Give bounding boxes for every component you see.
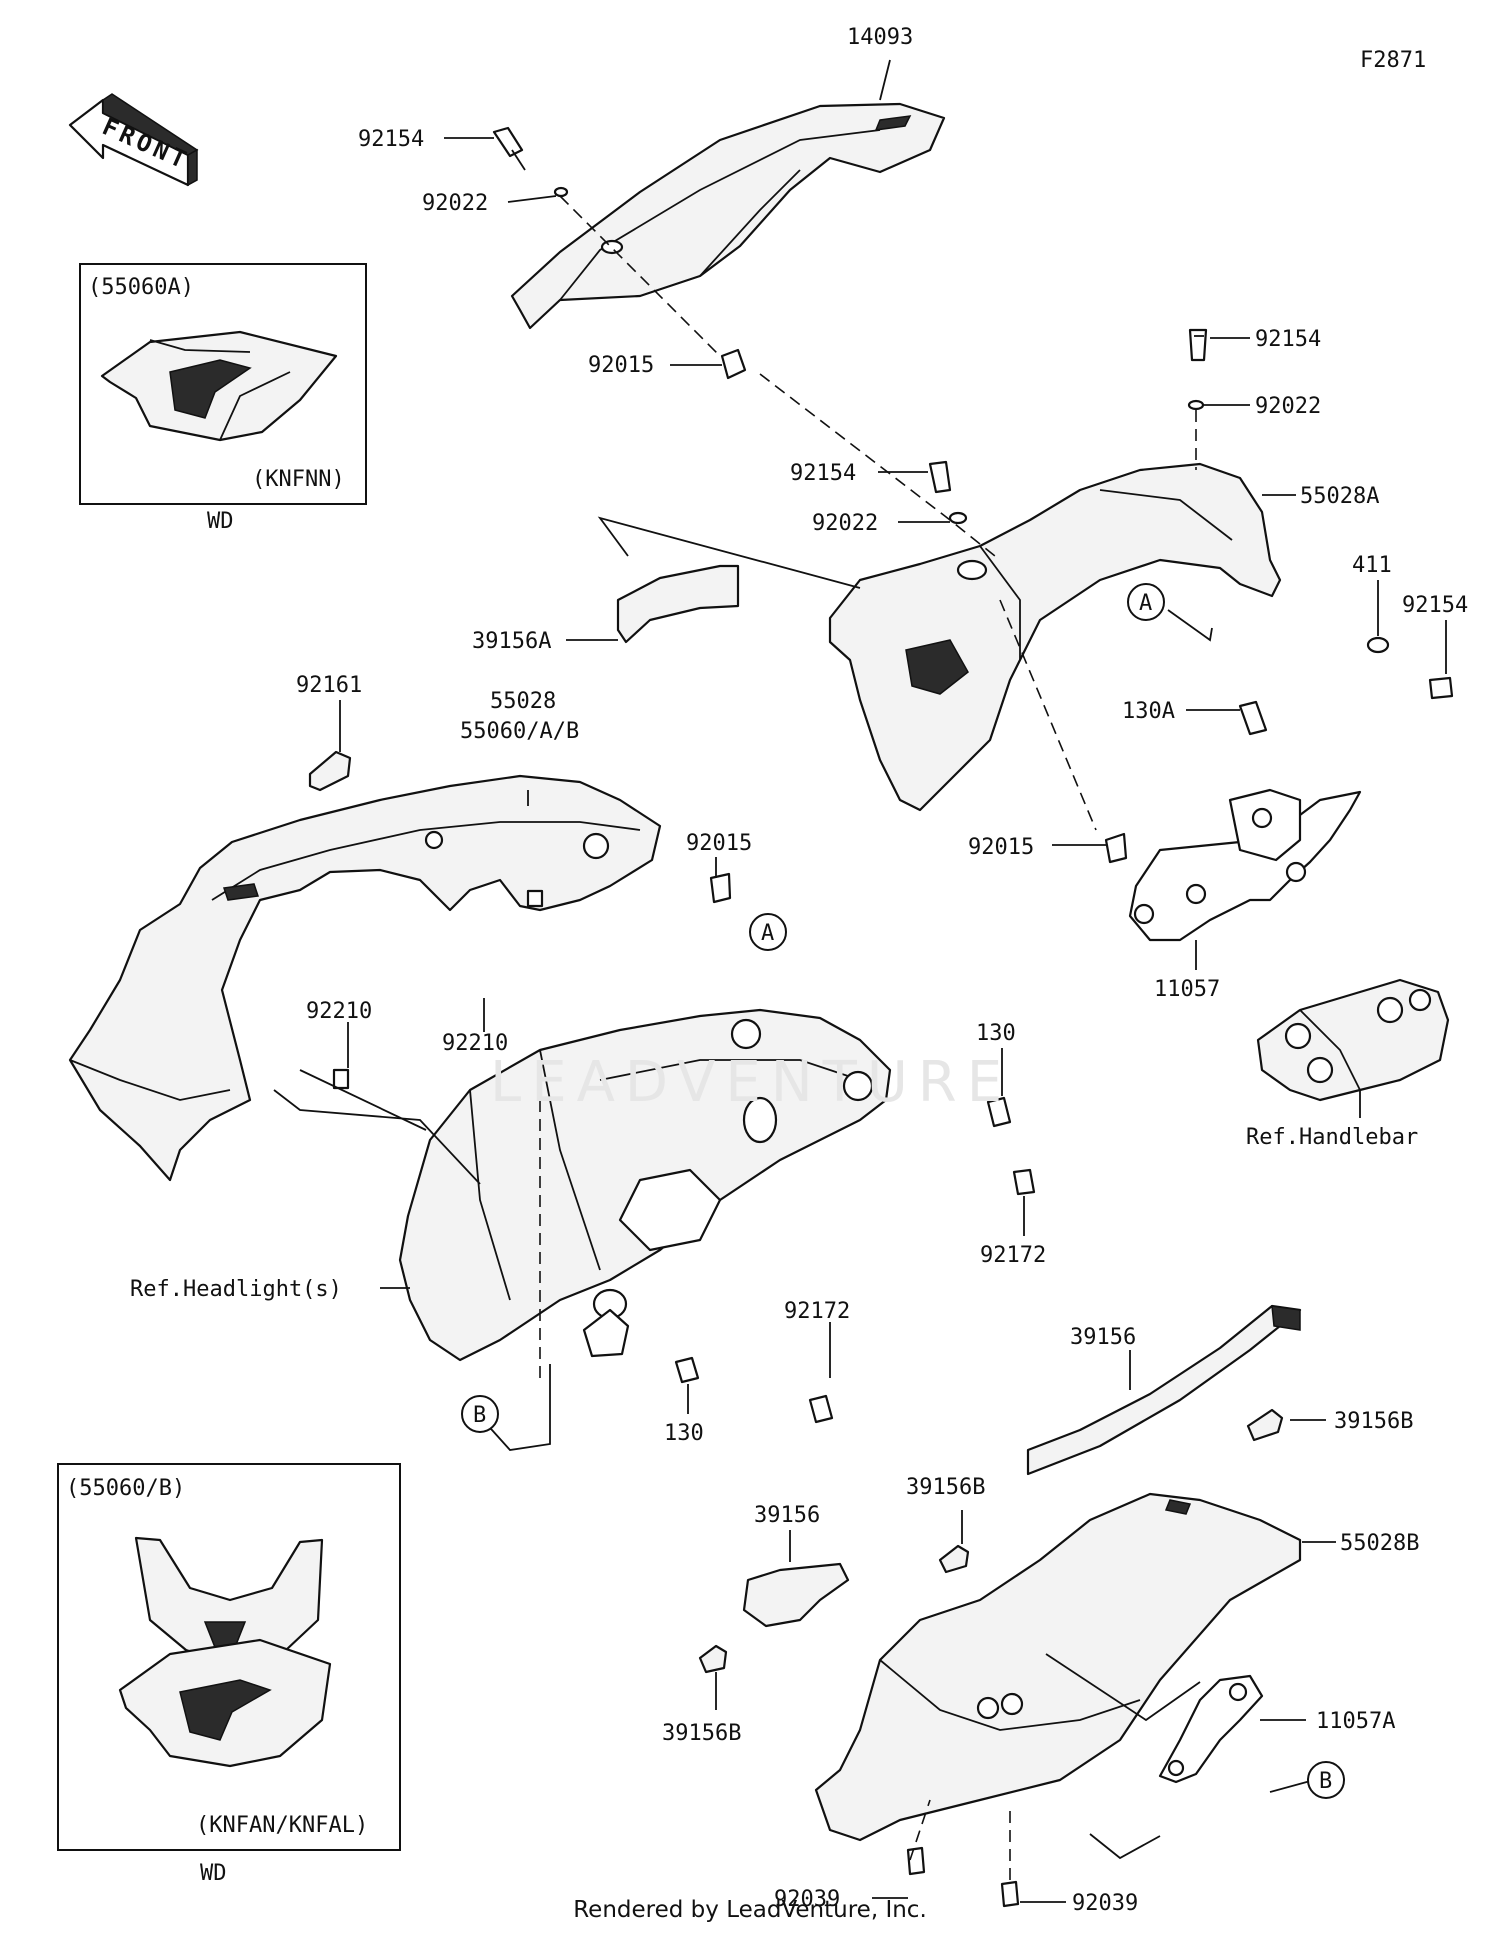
- figure-code: F2871: [1360, 48, 1427, 73]
- callout-b-right: B: [1307, 1761, 1345, 1799]
- label-92154-a: 92154: [358, 127, 424, 152]
- label-39156b-a: 39156B: [1334, 1409, 1413, 1434]
- label-92154-b: 92154: [1255, 327, 1321, 352]
- label-55028a: 55028A: [1300, 484, 1379, 509]
- inset-2-code: (55060/B): [66, 1476, 185, 1501]
- part-39156a-strip: [616, 564, 740, 644]
- label-55060-a-b: 55060/A/B: [460, 719, 579, 744]
- label-92039-b: 92039: [1072, 1891, 1138, 1916]
- label-14093: 14093: [847, 25, 913, 50]
- callout-a-upper-text: A: [1139, 591, 1152, 616]
- label-92015-c: 92015: [968, 835, 1034, 860]
- label-39156b-c: 39156B: [662, 1721, 741, 1746]
- label-92161: 92161: [296, 673, 362, 698]
- dashed-lines: [539, 195, 1197, 1880]
- part-handlebar-clamp: [1256, 978, 1450, 1102]
- inset-55060a: (55060A) (KNFNN) WD: [79, 263, 367, 534]
- leader-lines: [273, 59, 1447, 1903]
- inset-1-market: WD: [207, 509, 234, 534]
- label-92172-b: 92172: [784, 1299, 850, 1324]
- label-11057a: 11057A: [1316, 1709, 1395, 1734]
- label-92210-a: 92210: [306, 999, 372, 1024]
- label-39156-a: 39156: [1070, 1325, 1136, 1350]
- callout-a-lower-text: A: [761, 921, 774, 946]
- part-92161-pad: [308, 750, 352, 792]
- label-55028b: 55028B: [1340, 1531, 1419, 1556]
- label-55028: 55028: [490, 689, 556, 714]
- label-92015-b: 92015: [686, 831, 752, 856]
- part-55028b-cowl: [814, 1492, 1302, 1842]
- part-labels: 14093 92154 92022 92015 92154 92022 9215…: [130, 25, 1468, 1916]
- part-55028-side-cowl: [68, 774, 662, 1182]
- label-92022-a: 92022: [422, 191, 488, 216]
- fastener-bolts: [332, 126, 1454, 1908]
- callout-a-upper: A: [1127, 583, 1165, 621]
- label-130-b: 130: [664, 1421, 704, 1446]
- part-39156b-pad-center: [938, 1544, 970, 1574]
- inset-2-variant: (KNFAN/KNFAL): [196, 1813, 368, 1838]
- label-92022-b: 92022: [1255, 394, 1321, 419]
- inset-1-code: (55060A): [88, 275, 194, 300]
- part-55028a-cowl: [828, 462, 1282, 812]
- callout-b-left: B: [461, 1395, 499, 1433]
- footer-credit: Rendered by LeadVenture, Inc.: [573, 1897, 927, 1923]
- watermark: LEADVENTURE: [490, 1050, 1013, 1115]
- callout-b-right-text: B: [1319, 1769, 1332, 1794]
- label-92039-a: 92039: [774, 1887, 840, 1912]
- label-ref-handlebar: Ref.Handlebar: [1246, 1125, 1418, 1150]
- label-92154-d: 92154: [1402, 593, 1468, 618]
- part-39156b-pad-left: [698, 1644, 728, 1674]
- callout-b-left-text: B: [473, 1403, 486, 1428]
- part-11057-bracket: [1128, 788, 1362, 942]
- label-39156-b: 39156: [754, 1503, 820, 1528]
- part-11057a-bracket: [1158, 1674, 1264, 1784]
- front-arrow-icon: FRONT: [68, 93, 199, 187]
- part-39156-block: [742, 1562, 850, 1628]
- label-ref-headlights: Ref.Headlight(s): [130, 1277, 342, 1302]
- label-92210-b: 92210: [442, 1031, 508, 1056]
- part-14093-cover: [510, 102, 946, 330]
- label-130-a: 130: [976, 1021, 1016, 1046]
- part-39156-strip: [1026, 1304, 1302, 1476]
- label-92154-c: 92154: [790, 461, 856, 486]
- label-411: 411: [1352, 553, 1392, 578]
- inset-55060b: (55060/B) (KNFAN/KNFAL) WD: [57, 1463, 401, 1886]
- part-headlight-assembly: [398, 1008, 892, 1362]
- callout-a-lower: A: [749, 913, 787, 951]
- label-92015-a: 92015: [588, 353, 654, 378]
- label-92172-a: 92172: [980, 1243, 1046, 1268]
- label-92022-c: 92022: [812, 511, 878, 536]
- label-11057: 11057: [1154, 977, 1220, 1002]
- label-39156a: 39156A: [472, 629, 551, 654]
- label-130a: 130A: [1122, 699, 1175, 724]
- part-39156b-pad-right: [1246, 1408, 1284, 1442]
- inset-2-market: WD: [200, 1861, 227, 1886]
- inset-1-variant: (KNFNN): [252, 467, 345, 492]
- label-39156b-b: 39156B: [906, 1475, 985, 1500]
